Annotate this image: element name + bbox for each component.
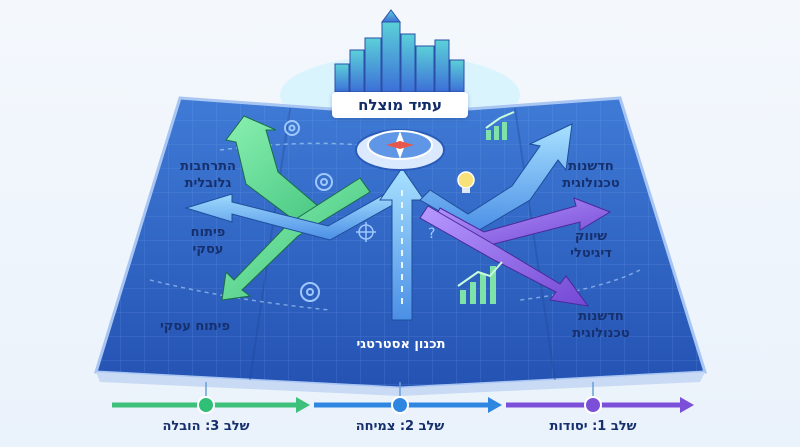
gear-icon [284,120,333,302]
center-label: תכנון אסטרטגי [356,337,446,352]
label-business-development-1: פיתוח עסקי [176,224,240,258]
label-line: פיתוח עסקי [159,319,231,334]
stage-1-marker [584,396,602,414]
label-line: טכנולוגית [562,176,620,191]
compass-icon [355,129,445,171]
label-line: גלובלית [184,176,232,191]
label-line: פיתוח [190,225,226,240]
stage-2-label: שלב 2: צמיחה [355,419,445,434]
stage-3-marker [197,396,215,414]
label-business-development-2: פיתוח עסקי [150,318,240,335]
label-global-expansion: התרחבות גלובלית [168,158,248,192]
trend-chart-icon [485,111,515,140]
question-mark-icon: ? [428,226,435,242]
label-tech-innovation-2: חדשנות טכנולוגית [558,308,644,342]
stage-2-marker [391,396,409,414]
goal-label: עתיד מוצלח [332,92,468,118]
label-line: דיגיטלי [570,246,612,261]
label-digital-marketing: שיווק דיגיטלי [556,228,626,262]
label-line: טכנולוגית [572,326,630,341]
target-icon [356,222,376,242]
stage-1-label: שלב 1: יסודות [549,419,637,434]
city-skyline-icon [334,9,465,93]
label-line: חדשנות [578,309,624,324]
stage-3-label: שלב 3: הובלה [162,419,250,434]
label-line: התרחבות [180,159,236,174]
arrow-green-development [221,177,371,301]
bar-chart-icon [457,261,503,304]
lightbulb-icon [457,171,475,193]
label-tech-innovation-1: חדשנות טכנולוגית [548,158,634,192]
label-line: שיווק [574,229,608,244]
arrow-blue-left [184,189,399,241]
label-line: עסקי [192,242,224,257]
label-line: חדשנות [568,159,614,174]
timeline [112,382,694,414]
arrow-purple-innovation-lower [419,205,590,307]
